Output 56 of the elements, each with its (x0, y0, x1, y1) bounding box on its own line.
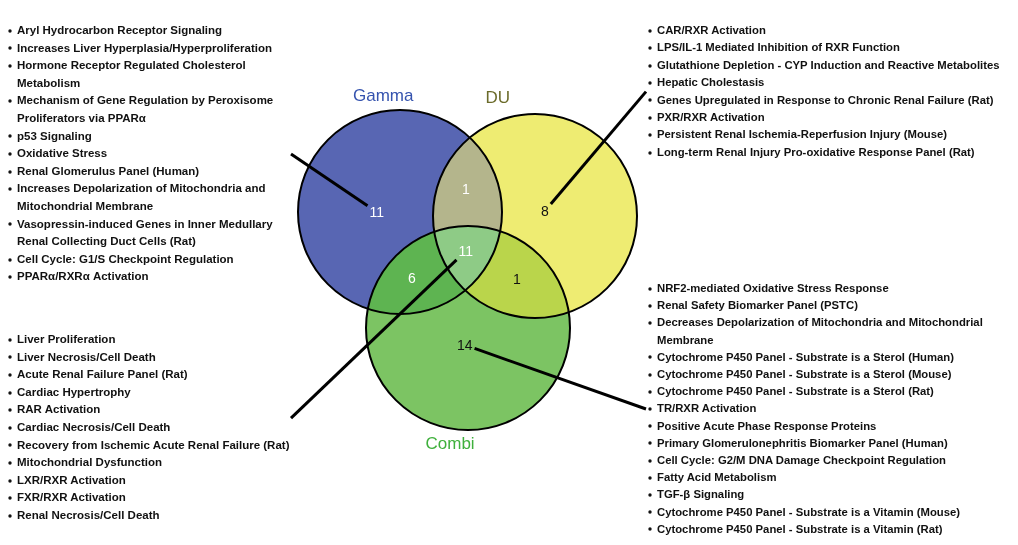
pathway-list-item: Cell Cycle: G1/S Checkpoint Regulation (17, 252, 234, 265)
pathway-list-item: Increases Liver Hyperplasia/Hyperproliferation (17, 41, 273, 54)
pathway-list-item: Cell Cycle: G2/M DNA Damage Checkpoint Regulation (657, 454, 946, 467)
pathway-list-item: Renal Safety Biomarker Panel (PSTC) (657, 299, 858, 312)
pathway-list-item: Vasopressin-induced Genes in Inner Medullary Renal Collecting Duct Cells (Rat) (17, 217, 273, 248)
pathway-list-item: Renal Glomerulus Panel (Human) (17, 164, 200, 177)
pathway-list-item: Genes Upregulated in Response to Chronic Renal Failure (Rat) (657, 93, 994, 106)
set-label: Combi (425, 434, 475, 454)
pathway-list-item: FXR/RXR Activation (17, 491, 126, 504)
pathway-list-item: PXR/RXR Activation (657, 111, 765, 124)
pathway-list-item: Fatty Acid Metabolism (657, 471, 777, 484)
pathway-list-item: Oxidative Stress (17, 147, 108, 160)
pathway-list-item: Primary Glomerulonephritis Biomarker Panel (Human) (657, 436, 948, 449)
pathway-list-item: Cytochrome P450 Panel - Substrate is a Sterol (Mouse) (657, 368, 952, 380)
pathway-list-item: Cytochrome P450 Panel - Substrate is a Vitamin (Rat) (657, 522, 943, 535)
pathway-list-item: Cytochrome P450 Panel - Substrate is a Sterol (Rat) (657, 385, 934, 398)
leader-line (549, 90, 648, 205)
pathway-list-item: Acute Renal Failure Panel (Rat) (17, 368, 188, 381)
pathway-list-item: TGF-β Signaling (657, 488, 745, 501)
pathway-list-item: Cardiac Necrosis/Cell Death (17, 420, 171, 433)
count-number: 1 (511, 270, 523, 288)
pathway-list-item: Positive Acute Phase Response Proteins (657, 419, 877, 432)
pathway-list-item: Glutathione Depletion - CYP Induction and Reactive Metabolites (657, 58, 1000, 71)
pathway-list-item: LXR/RXR Activation (17, 473, 126, 486)
leader-line (474, 347, 647, 411)
pathway-list-item: Increases Depolarization of Mitochondria and Mitochondrial Membrane (17, 182, 266, 212)
pathway-list-item: Renal Necrosis/Cell Death (17, 508, 160, 521)
pathway-list-item: Decreases Depolarization of Mitochondria and Mitochondrial Membrane (657, 316, 983, 346)
set-label: Gamma (353, 86, 414, 106)
set-label: DU (485, 88, 511, 108)
count-number: 11 (367, 203, 387, 221)
pathway-list-item: Hormone Receptor Regulated Cholesterol Metabolism (17, 59, 246, 89)
pathway-list-item: Mitochondrial Dysfunction (17, 456, 163, 469)
leader-line (289, 258, 458, 420)
pathway-list-item: Cytochrome P450 Panel - Substrate is a Vitamin (Mouse) (657, 505, 960, 518)
pathway-list-item: Cardiac Hypertrophy (17, 385, 131, 398)
count-number: 8 (539, 202, 551, 220)
pathway-list-item: Recovery from Ischemic Acute Renal Failure (Rat) (17, 438, 290, 451)
pathway-list-item: NRF2-mediated Oxidative Stress Response (657, 282, 889, 294)
pathway-list-item: RAR Activation (17, 403, 101, 416)
pathway-list-item: Liver Proliferation (17, 333, 116, 345)
pathway-list-item: Persistent Renal Ischemia-Reperfusion Injury (Mouse) (657, 128, 948, 141)
pathway-list-item: Long-term Renal Injury Pro-oxidative Response Panel (Rat) (657, 145, 975, 158)
pathway-list-item: LPS/IL-1 Mediated Inhibition of RXR Function (657, 41, 900, 54)
count-number: 1 (460, 180, 472, 198)
pathway-list-item: Aryl Hydrocarbon Receptor Signaling (17, 24, 223, 36)
pathway-list-item: Hepatic Cholestasis (657, 76, 765, 89)
count-number: 14 (455, 336, 475, 354)
pathway-list-item: Cytochrome P450 Panel - Substrate is a Sterol (Human) (657, 350, 954, 363)
count-number: 11 (456, 242, 476, 260)
pathway-list-item: TR/RXR Activation (657, 402, 757, 415)
pathway-list-item: p53 Signaling (17, 129, 92, 142)
pathway-list-item: Liver Necrosis/Cell Death (17, 350, 156, 363)
pathway-list-item: CAR/RXR Activation (657, 24, 766, 36)
count-number: 6 (406, 269, 418, 287)
pathway-list-item: PPARα/RXRα Activation (17, 270, 149, 283)
